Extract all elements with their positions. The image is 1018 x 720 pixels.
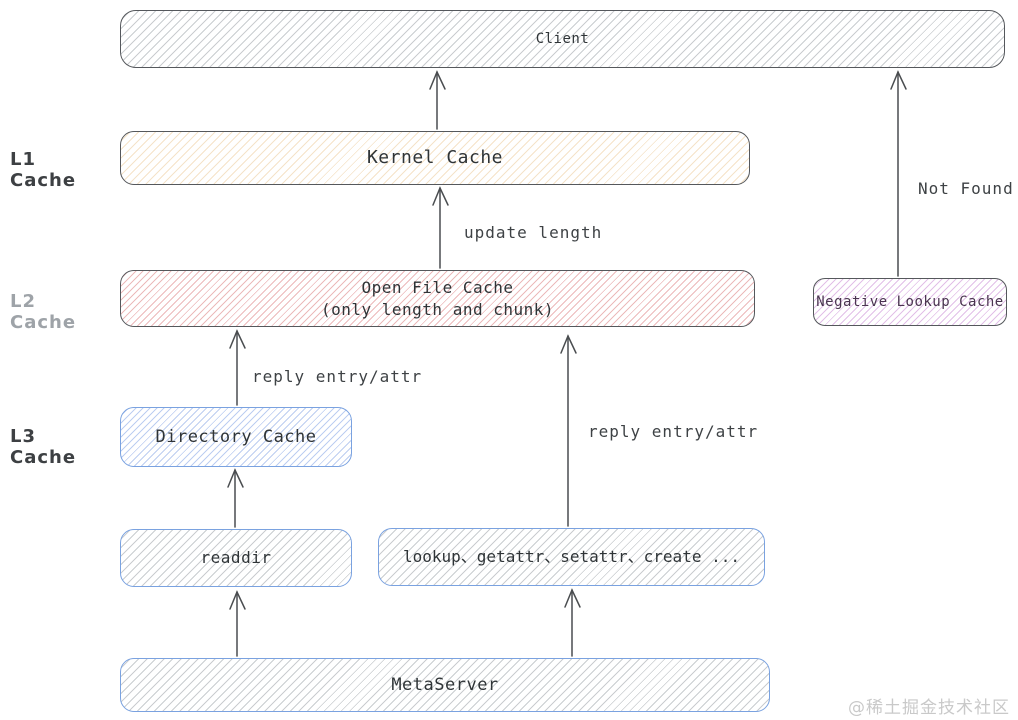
tier-label-l1-cache: L1 Cache — [10, 149, 77, 191]
arrow-metaserver-to-lookup — [564, 588, 581, 657]
edge-label-not-found: Not Found — [918, 179, 1014, 198]
arrow-metaserver-to-readdir — [229, 590, 246, 657]
node-lookup-ops-label: lookup、getattr、setattr、create ... — [403, 547, 740, 567]
node-lookup-ops: lookup、getattr、setattr、create ... — [378, 528, 765, 586]
watermark: @稀土掘金技术社区 — [848, 698, 1010, 718]
node-directory-cache: Directory Cache — [120, 407, 352, 467]
node-open-file-cache-label: Open File Cache — [361, 277, 514, 297]
edge-label-reply-entry-attr-left: reply entry/attr — [252, 367, 423, 386]
node-kernel-cache-label: Kernel Cache — [366, 146, 504, 168]
arrow-openfile-to-kernel — [432, 186, 449, 269]
node-client: Client — [120, 10, 1005, 68]
arrow-negative-to-client — [890, 70, 907, 277]
node-negative-lookup-cache-label: Negative Lookup Cache — [816, 293, 1004, 310]
edge-label-update-length: update length — [464, 223, 603, 242]
node-metaserver: MetaServer — [120, 658, 770, 712]
arrow-readdir-to-directory — [227, 468, 244, 528]
node-readdir-label: readdir — [200, 548, 272, 568]
tier-label-l3-cache: L3 Cache — [10, 426, 77, 468]
node-kernel-cache: Kernel Cache — [120, 131, 750, 185]
edge-label-reply-entry-attr-right: reply entry/attr — [588, 422, 759, 441]
node-client-label: Client — [535, 30, 590, 47]
node-metaserver-label: MetaServer — [391, 674, 499, 695]
arrow-lookup-to-openfile — [560, 334, 577, 527]
arrow-kernel-to-client — [429, 70, 446, 130]
tier-label-l2-cache: L2 Cache — [10, 291, 77, 333]
arrow-directory-to-openfile — [229, 329, 246, 406]
node-open-file-cache-sublabel: (only length and chunk) — [320, 299, 555, 319]
node-negative-lookup-cache: Negative Lookup Cache — [813, 278, 1007, 326]
node-readdir: readdir — [120, 529, 352, 587]
node-directory-cache-label: Directory Cache — [155, 426, 317, 447]
node-open-file-cache: Open File Cache (only length and chunk) — [120, 270, 755, 327]
